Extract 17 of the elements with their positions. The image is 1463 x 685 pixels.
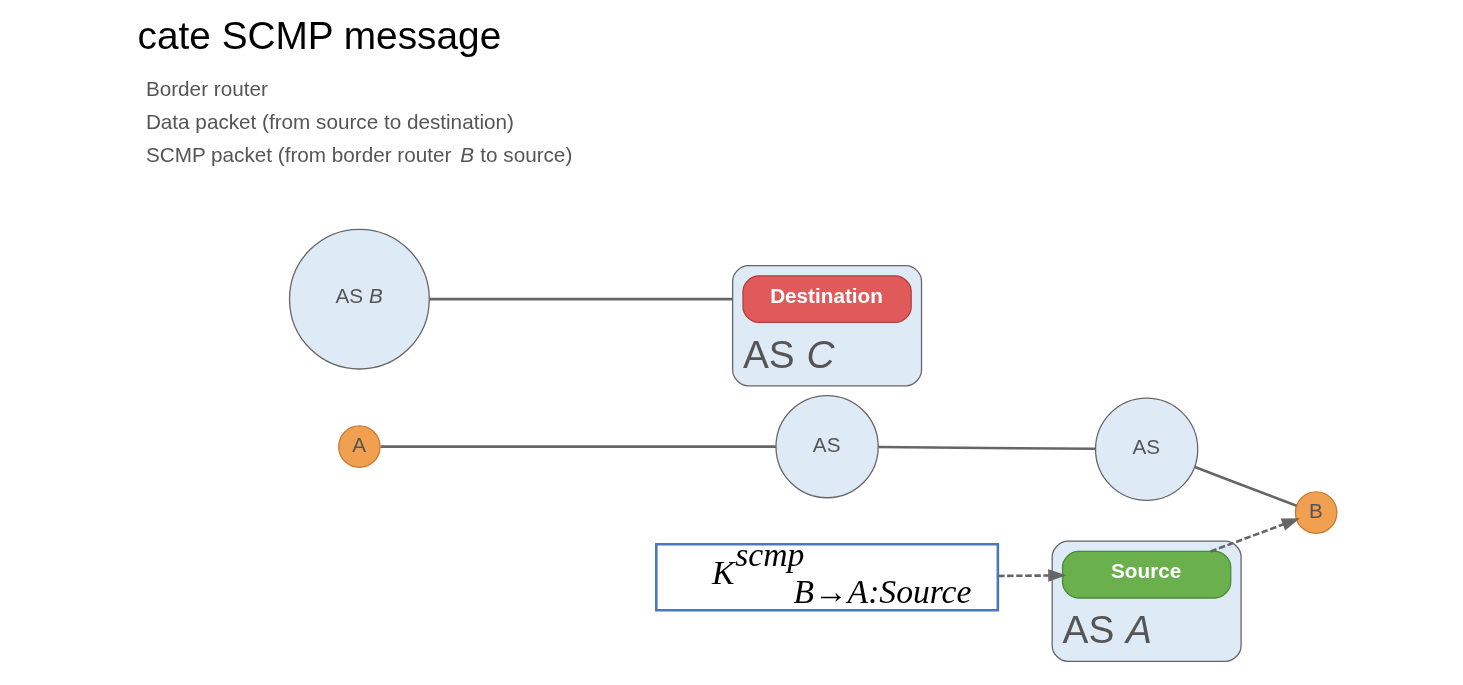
connector (380, 445, 776, 448)
connector (428, 297, 733, 301)
node-circle: AS (1094, 397, 1198, 501)
diagram-title: cate SCMP message (137, 14, 501, 58)
legend-label: Data packet (from source to destination) (145, 110, 514, 134)
connector (877, 445, 1095, 451)
legend-label: Border router (145, 76, 268, 100)
node-circle: B (1294, 491, 1337, 534)
legend-label: SCMP packet (from border router B to source) (145, 142, 572, 166)
node-box: Destination (741, 275, 912, 324)
node-circle: AS B (288, 228, 430, 370)
connector (1193, 465, 1297, 507)
node-circle: A (337, 425, 381, 468)
node-circle: AS (774, 394, 879, 499)
arrow (1209, 518, 1300, 553)
arrow (997, 569, 1066, 582)
node-box: Source (1061, 550, 1231, 599)
